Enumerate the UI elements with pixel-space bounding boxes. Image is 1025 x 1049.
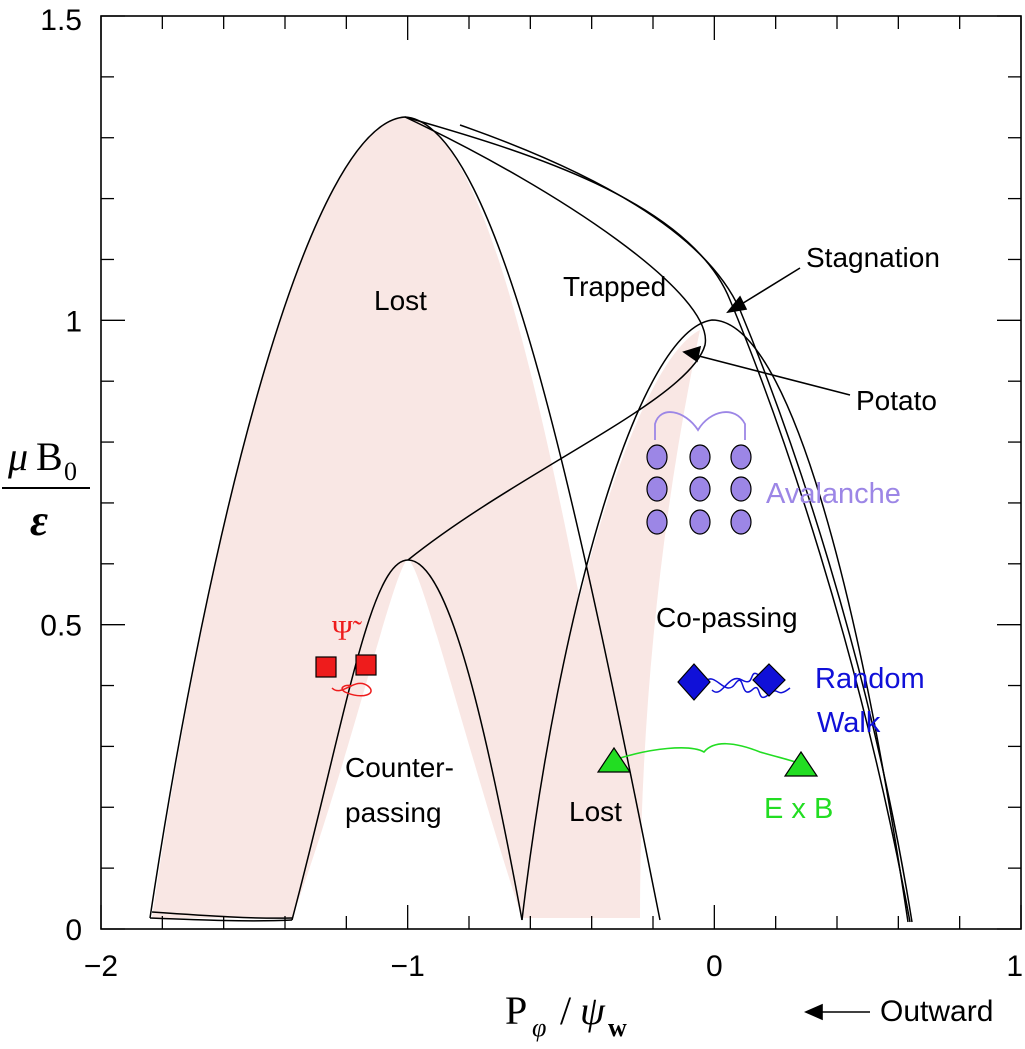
avalanche-arc [654, 411, 746, 440]
psi-square-left [315, 656, 337, 678]
co-passing-boundary [521, 319, 909, 923]
label-random-walk-1: Random [815, 663, 925, 695]
lost-region-left-fill [152, 117, 640, 918]
label-trapped: Trapped [563, 271, 666, 302]
outward-label: Outward [880, 995, 993, 1028]
y-label-mu: μ [7, 434, 28, 479]
exb-triangle-left [596, 746, 632, 773]
avalanche-dot [646, 476, 668, 502]
base-double-line [149, 917, 293, 922]
y-label-b: B [36, 434, 63, 479]
orbit-boundaries [149, 116, 913, 923]
x-tick-label: −1 [391, 950, 425, 983]
avalanche-dot [689, 476, 711, 502]
label-co-passing: Co-passing [656, 602, 798, 633]
x-label-p-sub: φ [532, 1013, 546, 1042]
avalanche-symbol [646, 411, 752, 535]
random-walk-diamond-right [752, 663, 786, 697]
random-walk-symbol [677, 663, 791, 701]
stagnation-boundary-b [459, 124, 913, 923]
avalanche-dot [646, 509, 668, 535]
y-label-b-sub: 0 [64, 457, 77, 486]
x-axis-label: P φ / ψ w [505, 988, 627, 1042]
avalanche-dot [689, 509, 711, 535]
y-tick-label: 0 [65, 914, 82, 947]
avalanche-dot [730, 476, 752, 502]
x-tick-label: 0 [706, 950, 723, 983]
label-counter-passing-2: passing [345, 797, 442, 828]
x-label-psi: ψ [580, 988, 606, 1033]
y-axis-label: μ B 0 ε [2, 434, 90, 545]
y-tick-label: 1 [65, 305, 82, 338]
plot-frame [100, 15, 1022, 930]
y-label-epsilon: ε [30, 496, 48, 545]
avalanche-dot [689, 444, 711, 470]
random-walk-diamond-left [677, 663, 711, 701]
label-avalanche: Avalanche [766, 478, 901, 510]
avalanche-dot [646, 444, 668, 470]
x-label-slash: / [560, 988, 572, 1033]
trapped-boundary [404, 116, 707, 561]
avalanche-dot [730, 509, 752, 535]
label-stagnation: Stagnation [806, 242, 940, 273]
psi-wiggle [331, 682, 372, 697]
psi-perturbation-symbol [315, 654, 377, 697]
exb-triangle-right [783, 750, 819, 777]
y-tick-label: 0.5 [40, 610, 82, 643]
label-lost-upper: Lost [374, 285, 427, 316]
annotation-arrows [682, 267, 870, 1021]
label-potato: Potato [856, 385, 937, 416]
exb-drift-path [613, 742, 801, 765]
label-exb: E x B [764, 793, 833, 825]
label-lost-lower: Lost [569, 796, 622, 827]
y-tick-label: 1.5 [40, 4, 82, 37]
label-random-walk-2: Walk [817, 707, 881, 739]
x-label-p: P [505, 988, 527, 1033]
stagnation-boundary-a [404, 116, 911, 923]
base-double-line-2 [151, 911, 293, 919]
x-tick-label: −2 [84, 950, 118, 983]
exb-symbol [596, 742, 819, 777]
tick-labels: −2 −1 0 1 0 0.5 1 1.5 [40, 4, 1023, 983]
label-counter-passing-1: Counter- [345, 752, 454, 783]
avalanche-dot [730, 444, 752, 470]
x-label-psi-sub: w [608, 1013, 627, 1042]
x-tick-label: 1 [1006, 950, 1023, 983]
axis-ticks [100, 15, 1022, 930]
avalanche-dots [646, 444, 752, 535]
psi-square-right [355, 654, 377, 676]
random-walk-trail [704, 672, 791, 698]
